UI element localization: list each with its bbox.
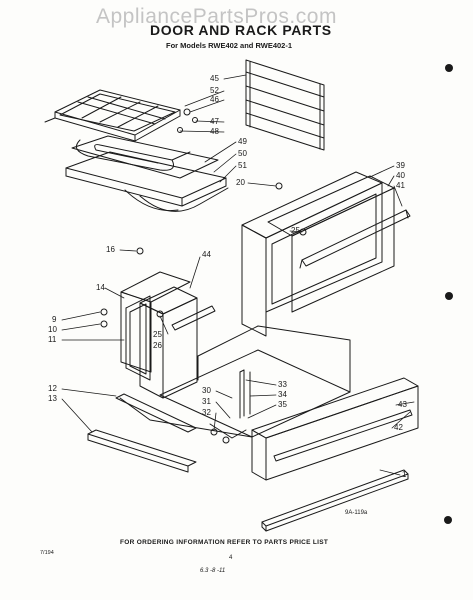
ordering-note: FOR ORDERING INFORMATION REFER TO PARTS … [120, 539, 329, 546]
callout-49: 49 [238, 137, 247, 146]
callout-20: 20 [236, 178, 245, 187]
callout-34: 34 [278, 390, 287, 399]
callout-14: 14 [96, 283, 105, 292]
callout-45: 45 [210, 74, 219, 83]
callout-46: 46 [210, 95, 219, 104]
callout-35: 35 [278, 400, 287, 409]
callout-13: 13 [48, 394, 57, 403]
callout-25-small-door: 25 [153, 330, 162, 339]
callout-51: 51 [238, 161, 247, 170]
drawer-front-rail [87, 393, 197, 473]
storage-drawer-body [119, 325, 351, 446]
callout-39: 39 [396, 161, 405, 170]
broiler-pan [65, 135, 229, 212]
callout-10: 10 [48, 325, 57, 334]
callout-16: 16 [106, 245, 115, 254]
callout-12: 12 [48, 384, 57, 393]
binder-hole-bottom [444, 516, 452, 524]
page-number: 4 [229, 555, 233, 561]
callout-52: 52 [210, 86, 219, 95]
callout-1: 1 [402, 470, 407, 479]
small-door-handle [171, 305, 216, 331]
callout-32: 32 [202, 408, 211, 417]
drawer-front-panel [251, 377, 419, 481]
callout-50: 50 [238, 149, 247, 158]
broiler-grid [44, 89, 181, 142]
main-door-handle [299, 209, 411, 269]
side-code: 7/194 [40, 550, 54, 556]
callout-43: 43 [398, 400, 407, 409]
small-door-panel [139, 286, 198, 399]
callout-25-door: 25 [291, 226, 300, 235]
callout-31: 31 [202, 397, 211, 406]
callout-leader-lines [61, 74, 415, 476]
callout-44: 44 [202, 250, 211, 259]
callout-47: 47 [210, 117, 219, 126]
callout-26: 26 [153, 341, 162, 350]
callout-9: 9 [52, 315, 57, 324]
binder-hole-top [445, 64, 453, 72]
small-hardware [100, 108, 307, 328]
handwritten-note: 6.3 -8 -11 [200, 568, 226, 574]
main-door-outer-panel [241, 171, 383, 337]
binder-hole-middle [445, 292, 453, 300]
small-door-gasket [125, 295, 151, 381]
drawer-slide-hardware [209, 369, 251, 444]
callout-40: 40 [396, 171, 405, 180]
callout-11: 11 [48, 335, 57, 344]
callout-30: 30 [202, 386, 211, 395]
small-door-hinge [120, 271, 191, 373]
callout-48: 48 [210, 127, 219, 136]
watermark: AppliancePartsPros.com [96, 5, 337, 28]
callout-41: 41 [396, 181, 405, 190]
callout-42: 42 [394, 423, 403, 432]
callout-33: 33 [278, 380, 287, 389]
kick-plate-trim [261, 469, 409, 532]
oven-rack [245, 59, 325, 151]
diagram-subtitle: For Models RWE402 and RWE402-1 [166, 41, 293, 50]
main-door-inner-panel [267, 175, 395, 313]
diagram-title: DOOR AND RACK PARTS [150, 22, 332, 38]
catalog-number: 9A-119a [345, 510, 368, 516]
